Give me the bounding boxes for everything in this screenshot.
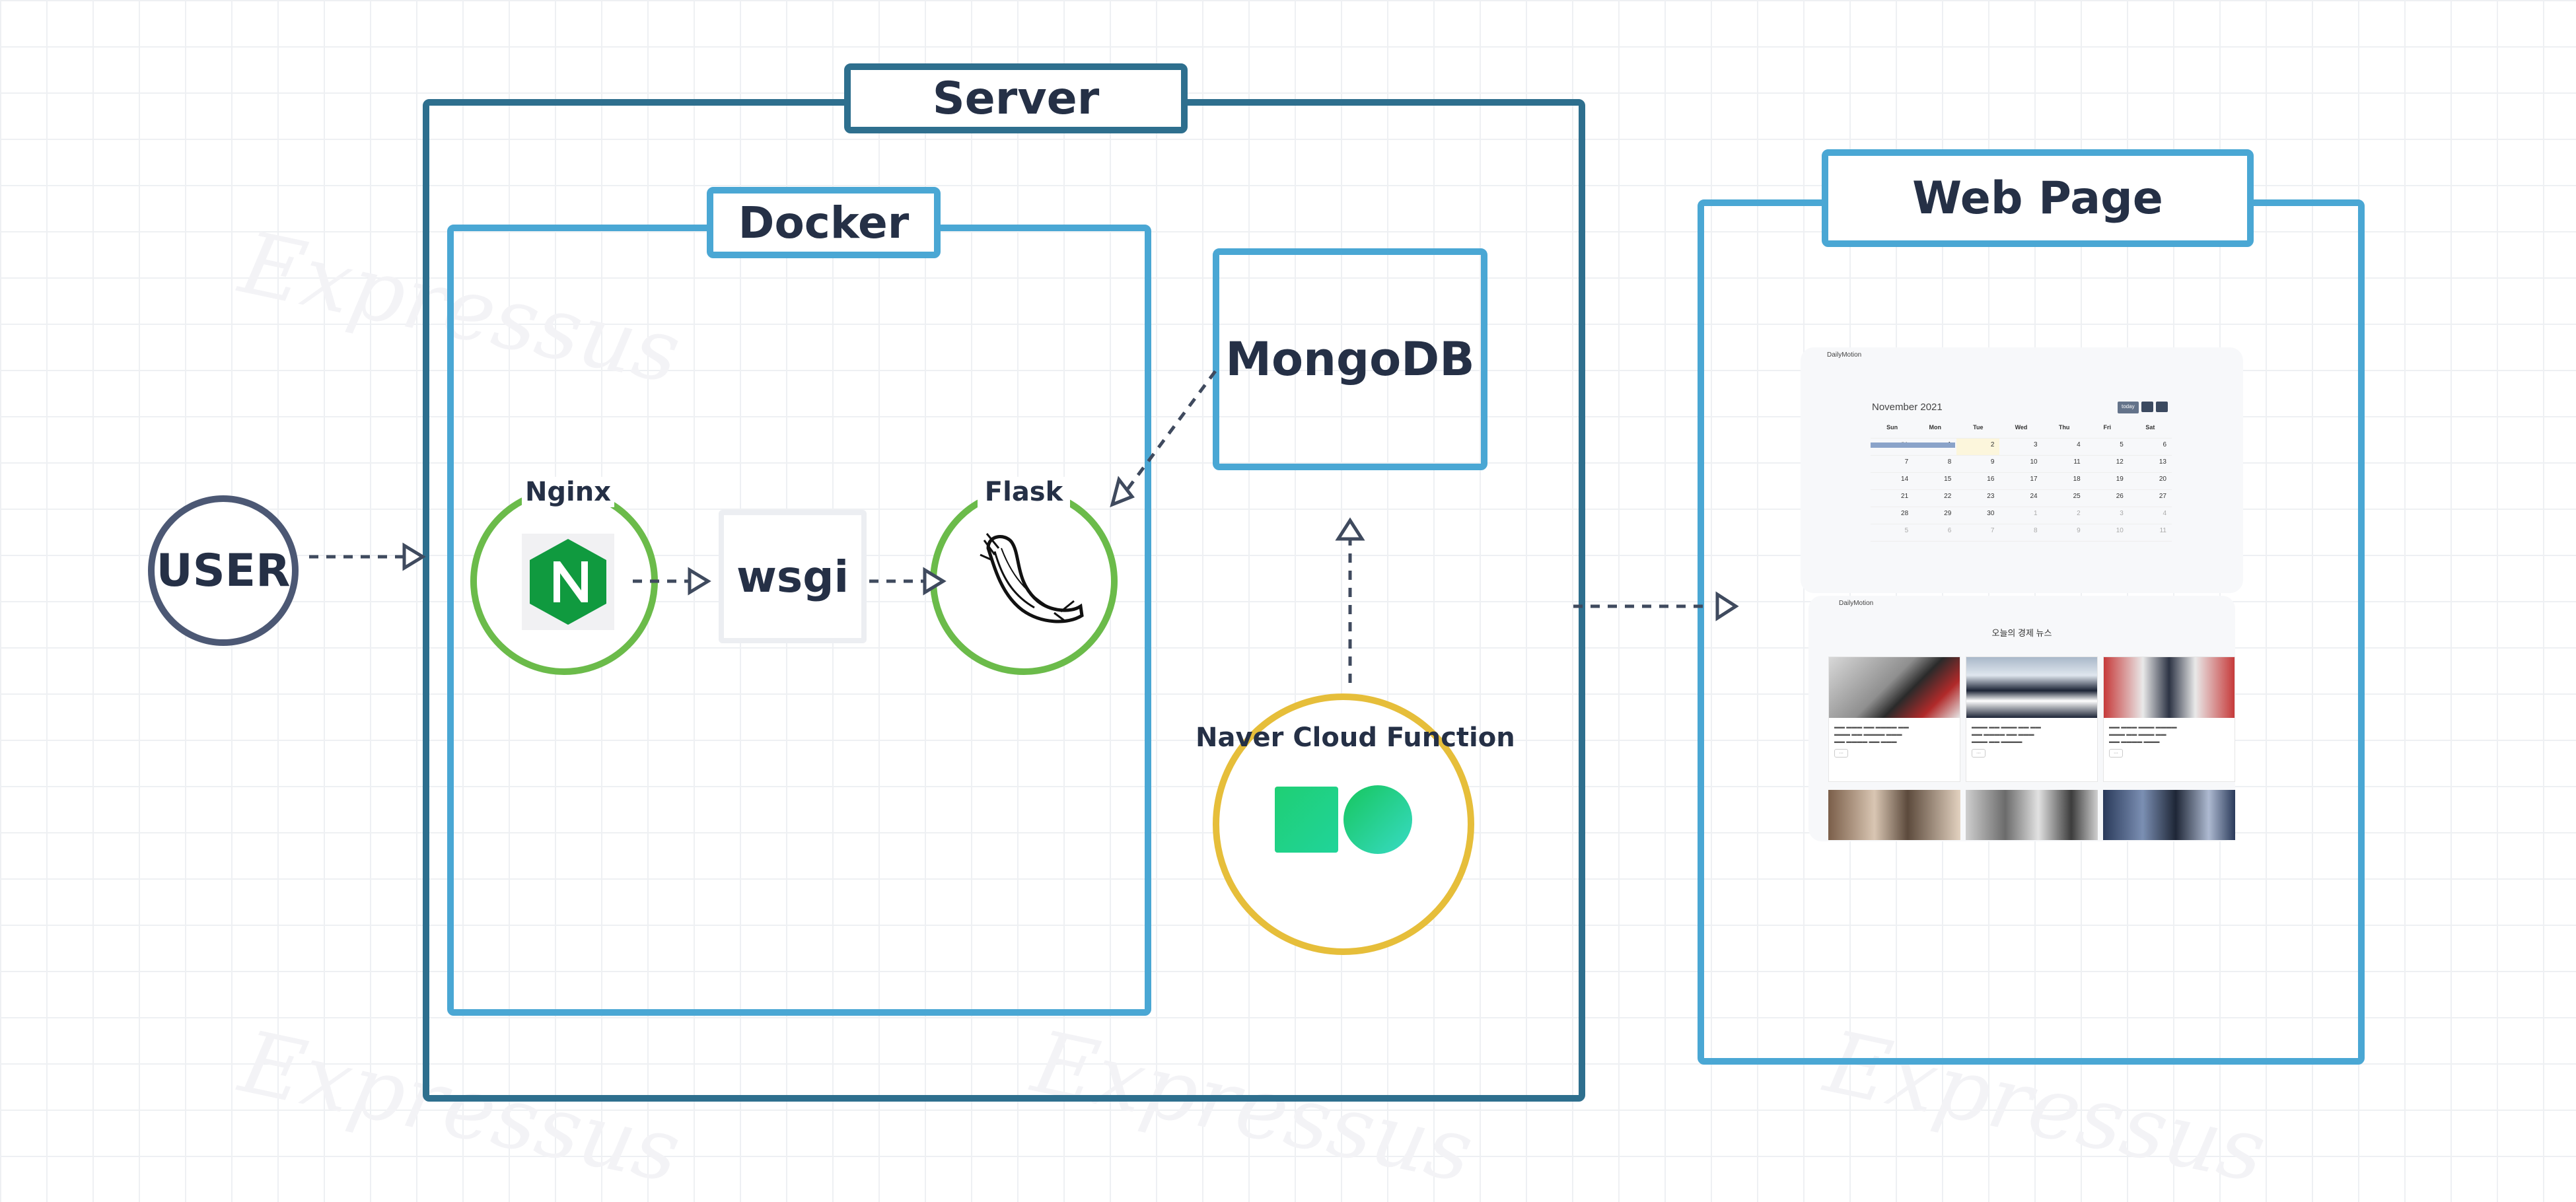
news-photo <box>1966 790 2098 840</box>
news-photo <box>1828 790 1960 840</box>
news-card-button: ··· <box>2109 749 2123 758</box>
news-brand: DailyMotion <box>1839 600 1874 607</box>
docker-title: Docker <box>707 187 941 258</box>
server-title: Server <box>844 63 1188 133</box>
news-photo <box>2104 657 2235 718</box>
calendar-event-bar <box>1871 442 1955 448</box>
news-heading: 오늘의 경제 뉴스 <box>1991 628 2052 638</box>
news-photo <box>1966 657 2097 718</box>
news-card-button: ··· <box>1834 749 1848 758</box>
mongodb-to-flask-arrow <box>1125 370 1217 491</box>
nginx-label: Nginx <box>522 477 614 507</box>
news-card: ▬▬ ▬▬▬ ▬▬▬ ▬▬▬▬▬▬▬ ▬▬ ▬▬▬ ▬▬▬▬ ▬▬▬▬ ▬▬▬ … <box>2103 656 2235 782</box>
calendar-month: November 2021 <box>1872 402 1943 413</box>
nginx-logo-icon <box>522 534 614 630</box>
news-card-text: ▬▬ ▬▬▬ ▬▬ ▬▬▬▬ ▬▬▬▬▬ ▬▬ ▬▬▬▬ ▬▬▬▬▬ ▬▬▬▬ … <box>1834 724 1909 744</box>
news-card: ▬▬ ▬▬▬ ▬▬ ▬▬▬▬ ▬▬▬▬▬ ▬▬ ▬▬▬▬ ▬▬▬▬▬ ▬▬▬▬ … <box>1828 656 1960 782</box>
calendar-nav: today <box>2118 402 2173 413</box>
news-card-text: ▬▬ ▬▬▬ ▬▬▬ ▬▬▬▬▬▬▬ ▬▬ ▬▬▬ ▬▬▬▬ ▬▬▬▬ ▬▬▬ <box>2109 724 2177 744</box>
mongodb-box: MongoDB <box>1213 248 1487 470</box>
news-card-text: ▬▬▬ ▬▬ ▬▬▬ ▬▬ ▬▬▬▬ ▬▬▬▬ ▬▬ ▬▬▬▬▬▬ ▬▬ ▬▬▬… <box>1972 724 2041 744</box>
naver-cloud-function-icon <box>1273 783 1412 856</box>
wsgi-label: wsgi <box>736 551 849 602</box>
user-node: USER <box>148 495 299 646</box>
naver-node <box>1213 693 1474 955</box>
wsgi-box: wsgi <box>719 510 867 643</box>
naver-label: Naver Cloud Function <box>1196 723 1515 753</box>
news-card: ▬▬▬ ▬▬ ▬▬▬ ▬▬ ▬▬▬▬ ▬▬▬▬ ▬▬ ▬▬▬▬▬▬ ▬▬ ▬▬▬… <box>1966 656 2098 782</box>
news-preview: DailyMotion 오늘의 경제 뉴스 ▬▬ ▬▬▬ ▬▬ ▬▬▬▬ ▬▬▬… <box>1808 596 2235 841</box>
calendar-prev-button <box>2141 402 2153 412</box>
calendar-next-button <box>2155 402 2168 412</box>
news-photo <box>1829 657 1960 718</box>
flask-label: Flask <box>978 477 1070 507</box>
calendar-brand: DailyMotion <box>1827 351 1862 359</box>
mongodb-label: MongoDB <box>1225 332 1475 386</box>
news-photo <box>2103 790 2235 840</box>
webpage-title: Web Page <box>1822 149 2254 247</box>
news-card-button: ··· <box>1972 749 1986 758</box>
flask-horn-icon <box>975 528 1087 627</box>
calendar-today-button: today <box>2118 402 2139 413</box>
user-label: USER <box>156 544 291 597</box>
